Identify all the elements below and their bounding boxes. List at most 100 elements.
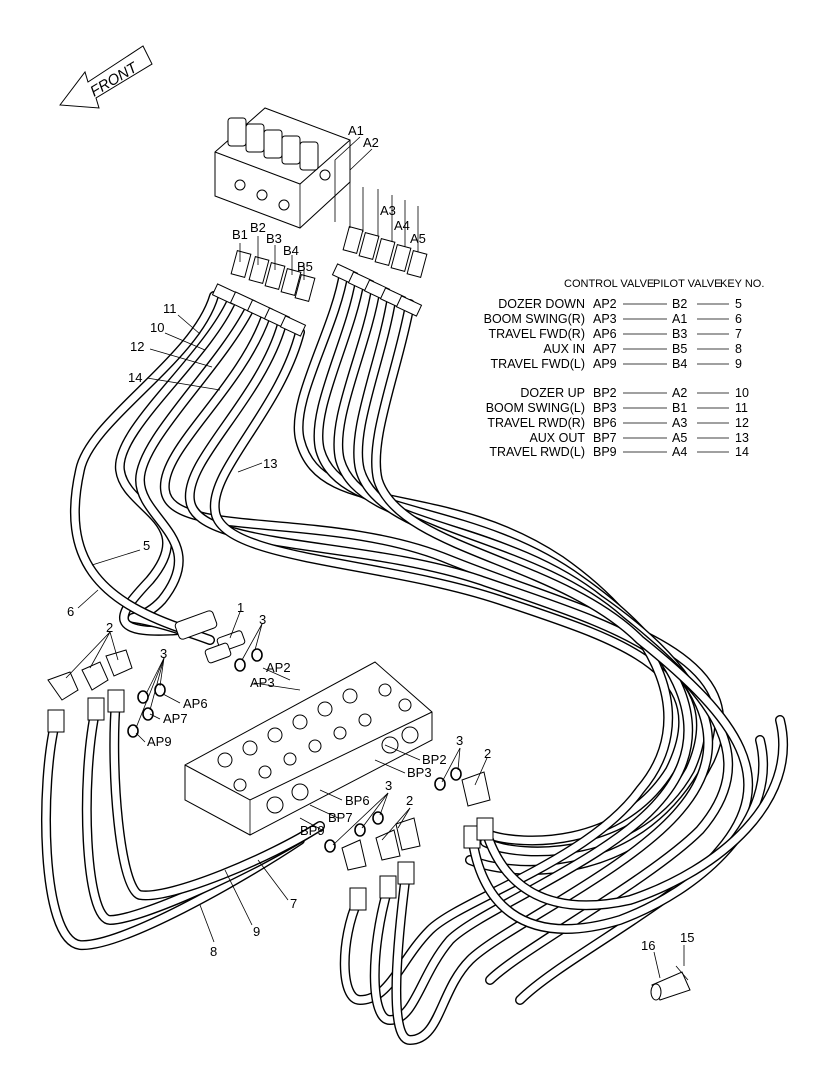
callout-key-7: 7: [290, 896, 297, 911]
row-control-valve: BP9: [593, 445, 617, 459]
row-function: BOOM SWING(R): [484, 312, 585, 326]
pilot-valve: [214, 107, 351, 229]
callout-key-2b: 2: [484, 746, 491, 761]
row-key-no: 10: [735, 386, 749, 400]
callout-key-5: 5: [143, 538, 150, 553]
row-key-no: 7: [735, 327, 742, 341]
callout-labels: A1 A2 A3 A4 A5 B1 B2 B3 B4 B5 11 10 12 1…: [67, 123, 694, 959]
table-header-key-no: KEY NO.: [720, 278, 764, 290]
o-rings: [127, 648, 462, 853]
callout-key-13: 13: [263, 456, 277, 471]
table-row: DOZER DOWN AP2 B2 5: [498, 297, 742, 311]
hose: [69, 291, 219, 633]
row-function: TRAVEL FWD(L): [491, 357, 585, 371]
row-key-no: 11: [735, 401, 748, 415]
pilot-fittings-left: [230, 249, 316, 303]
hose: [159, 311, 725, 875]
pilot-fittings-right: [342, 225, 428, 279]
hose-sleeves-upper: [211, 263, 423, 337]
row-key-no: 9: [735, 357, 742, 371]
hose-sleeves-lower: [47, 689, 494, 911]
callout-key-3d: 3: [385, 778, 392, 793]
row-key-no: 14: [735, 445, 749, 459]
callout-key-8: 8: [210, 944, 217, 959]
hose: [41, 715, 305, 951]
callout-a4: A4: [394, 218, 410, 233]
row-pilot-valve: B1: [672, 401, 687, 415]
hoses: [41, 267, 789, 1045]
callout-key-9: 9: [253, 924, 260, 939]
row-control-valve: AP2: [593, 297, 617, 311]
row-function: TRAVEL FWD(R): [488, 327, 585, 341]
row-pilot-valve: B2: [672, 297, 687, 311]
callout-a2: A2: [363, 135, 379, 150]
hose: [333, 283, 714, 1045]
callout-key-3b: 3: [160, 646, 167, 661]
table-row: BOOM SWING(R) AP3 A1 6: [484, 312, 742, 326]
row-function: DOZER UP: [520, 386, 585, 400]
callout-key-6: 6: [67, 604, 74, 619]
row-control-valve: BP3: [593, 401, 617, 415]
callout-key-3c: 3: [456, 733, 463, 748]
callout-ap3: AP3: [250, 675, 275, 690]
row-pilot-valve: B3: [672, 327, 687, 341]
row-pilot-valve: A4: [672, 445, 687, 459]
leader-lines: [65, 136, 685, 979]
row-key-no: 8: [735, 342, 742, 356]
row-function: AUX IN: [543, 342, 585, 356]
callout-ap2: AP2: [266, 660, 291, 675]
callout-a5: A5: [410, 231, 426, 246]
row-control-valve: AP3: [593, 312, 617, 326]
row-function: DOZER DOWN: [498, 297, 585, 311]
callout-key-10: 10: [150, 320, 164, 335]
callout-ap6: AP6: [183, 696, 208, 711]
row-control-valve: AP6: [593, 327, 617, 341]
callout-bp2: BP2: [422, 752, 447, 767]
callout-bp7: BP7: [328, 810, 353, 825]
callout-ap9: AP9: [147, 734, 172, 749]
callout-b3: B3: [266, 231, 282, 246]
callout-key-14: 14: [128, 370, 142, 385]
hose-connection-table: CONTROL VALVE PILOT VALVE KEY NO. DOZER …: [484, 278, 765, 459]
table-row: TRAVEL RWD(L) BP9 A4 14: [489, 445, 749, 459]
row-pilot-valve: B5: [672, 342, 687, 356]
row-function: TRAVEL RWD(L): [489, 445, 585, 459]
row-function: AUX OUT: [529, 431, 585, 445]
row-control-valve: BP2: [593, 386, 617, 400]
callout-key-1: 1: [237, 600, 244, 615]
hose: [109, 695, 325, 901]
callout-key-3a: 3: [259, 612, 266, 627]
callout-bp3: BP3: [407, 765, 432, 780]
callout-bp6: BP6: [345, 793, 370, 808]
callout-key-15: 15: [680, 930, 694, 945]
row-key-no: 13: [735, 431, 749, 445]
table-row: AUX OUT BP7 A5 13: [529, 431, 749, 445]
row-control-valve: BP7: [593, 431, 617, 445]
row-key-no: 5: [735, 297, 742, 311]
row-pilot-valve: A1: [672, 312, 687, 326]
hose: [480, 715, 789, 911]
callout-b4: B4: [283, 243, 299, 258]
callout-b1: B1: [232, 227, 248, 242]
protective-sleeve: [650, 965, 691, 1001]
hose: [127, 303, 255, 645]
front-arrow: FRONT: [59, 45, 153, 109]
table-header-pilot-valve: PILOT VALVE: [653, 278, 721, 290]
callout-b2: B2: [250, 220, 266, 235]
row-control-valve: AP9: [593, 357, 617, 371]
row-pilot-valve: A5: [672, 431, 687, 445]
table-row: TRAVEL FWD(R) AP6 B3 7: [488, 327, 742, 341]
row-key-no: 6: [735, 312, 742, 326]
row-key-no: 12: [735, 416, 749, 430]
row-pilot-valve: B4: [672, 357, 687, 371]
callout-b5: B5: [297, 259, 313, 274]
row-function: BOOM SWING(L): [486, 401, 585, 415]
callout-ap7: AP7: [163, 711, 188, 726]
callout-key-2a: 2: [106, 620, 113, 635]
callout-key-16: 16: [641, 938, 655, 953]
